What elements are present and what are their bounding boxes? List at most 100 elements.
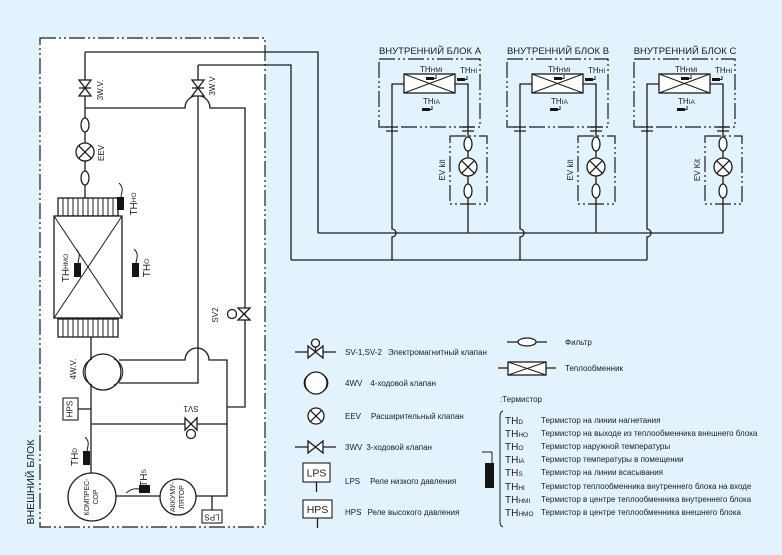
thermistor-th-a: THIA bbox=[677, 97, 695, 111]
thermistor-desc: Термистор теплообменника внутреннего бло… bbox=[541, 482, 752, 491]
thermistor-code-sub: D bbox=[518, 419, 523, 426]
svg-text:THHMI: THHMI bbox=[675, 65, 698, 74]
accumulator-label-line2: ЛЯТОР bbox=[179, 485, 186, 509]
indoor-unit-c: ВНУТРЕННИЙ БЛОК C EV Kit THHMI THHI THIA bbox=[633, 45, 743, 260]
legend-code: SV-1,SV-2 bbox=[345, 348, 382, 357]
thermistor-desc: Термистор на линии всасывания bbox=[541, 468, 663, 477]
indoor-unit-frame bbox=[378, 58, 481, 128]
four-way-valve bbox=[82, 353, 124, 391]
thermistor-code-sub: O bbox=[518, 445, 523, 452]
thermistor-desc: Термистор температуры в помещении bbox=[541, 455, 684, 464]
thermistor-th-hmo: THHMO bbox=[61, 248, 81, 283]
thermistor-code-sub: HMO bbox=[518, 511, 533, 518]
thermistor-th-o: THO bbox=[132, 248, 153, 277]
thermistor-th-ho: THHO bbox=[117, 182, 140, 216]
legend-desc: Электромагнитный клапан bbox=[388, 348, 487, 357]
filter-icon bbox=[463, 136, 473, 152]
indoor-unit-a: ВНУТРЕННИЙ БЛОК A EV kit THHMI THHI THIA bbox=[378, 45, 488, 260]
svg-text:THHO: THHO bbox=[505, 429, 528, 440]
legend-symbol-label: HPS bbox=[307, 504, 329, 516]
svg-text:THHMO: THHMO bbox=[505, 508, 534, 519]
svg-text:THIA: THIA bbox=[423, 97, 440, 106]
high-pressure-switch-icon: HPS bbox=[302, 499, 333, 528]
thermistor-bracket bbox=[499, 410, 504, 528]
indoor-heat-exchanger bbox=[403, 73, 456, 94]
indoor-unit-frame bbox=[633, 58, 736, 128]
legend-desc: 3-ходовой клапан bbox=[366, 443, 432, 452]
thermistor-row: THS Термистор на линии всасывания bbox=[505, 468, 663, 479]
svg-text:THIA: THIA bbox=[678, 97, 695, 106]
svg-text:THHMI: THHMI bbox=[548, 65, 571, 74]
svg-text:THIA: THIA bbox=[505, 455, 525, 466]
indoor-unit-b: ВНУТРЕННИЙ БЛОК B EV kit THHMI THHI THIA bbox=[506, 45, 616, 260]
compressor-label-line1: КОМПРЕС- bbox=[84, 478, 91, 516]
sv2-label: SV2 bbox=[211, 307, 220, 323]
svg-text:THHI: THHI bbox=[460, 66, 477, 75]
svg-text:THHI: THHI bbox=[505, 482, 525, 493]
sensor-label-sub: IA bbox=[434, 99, 441, 106]
ev-kit-frame bbox=[577, 135, 616, 205]
gas-pipe-main bbox=[198, 64, 292, 260]
thermistor-th-d: THD bbox=[70, 436, 90, 466]
sensor-label: TH bbox=[129, 202, 140, 215]
indoor-unit-title: ВНУТРЕННИЙ БЛОК A bbox=[379, 45, 482, 57]
indoor-gas-pipe bbox=[646, 83, 659, 260]
legend-desc: Расширительный клапан bbox=[371, 412, 464, 421]
filter-icon bbox=[80, 117, 90, 133]
svg-text:THO: THO bbox=[505, 442, 523, 453]
thermistor-code: TH bbox=[505, 495, 518, 506]
sensor-label: TH bbox=[588, 66, 599, 75]
lps-label: LPS bbox=[204, 512, 219, 521]
legend-desc: Теплообменник bbox=[565, 364, 624, 373]
four-way-valve-icon bbox=[303, 371, 329, 395]
legend-code: EEV bbox=[345, 412, 362, 421]
svg-text:THHI: THHI bbox=[588, 66, 605, 75]
svg-text:THS: THS bbox=[505, 468, 523, 479]
sv1-label: SV1 bbox=[183, 404, 199, 413]
svg-text:THHMO: THHMO bbox=[61, 254, 72, 283]
outdoor-unit: ВНЕШНИЙ БЛОК 3W.V. 3W.V EEV bbox=[24, 37, 319, 528]
sensor-label: TH bbox=[61, 269, 72, 282]
svg-text:THHO: THHO bbox=[129, 192, 140, 215]
three-way-valve-left-label: 3W.V. bbox=[96, 80, 105, 101]
indoor-unit-title: ВНУТРЕННИЙ БЛОК B bbox=[507, 45, 609, 57]
thermistor-code-sub: HMI bbox=[518, 498, 530, 505]
legend-item-heat-exchanger: Теплообменник bbox=[498, 361, 624, 376]
four-way-valve-label: 4W.V. bbox=[69, 359, 78, 380]
heat-exchanger-icon bbox=[498, 361, 556, 376]
three-way-valve-right bbox=[190, 79, 206, 97]
indoor-unit-title: ВНУТРЕННИЙ БЛОК C bbox=[634, 45, 737, 57]
sensor-label-sub: HMO bbox=[63, 254, 70, 269]
legend-desc: Фильтр bbox=[565, 338, 592, 347]
sensor-label-sub: HO bbox=[131, 192, 138, 202]
solenoid-valve-icon bbox=[295, 338, 336, 360]
outdoor-unit-label: ВНЕШНИЙ БЛОК bbox=[24, 439, 37, 525]
compressor-label-line2: СОР bbox=[93, 489, 100, 504]
flare-connections bbox=[514, 126, 602, 132]
svg-text:THIA: THIA bbox=[551, 97, 568, 106]
thermistor-code-sub: IA bbox=[518, 458, 525, 465]
svg-text:THHMI: THHMI bbox=[420, 65, 443, 74]
indoor-liquid-pipe bbox=[455, 83, 469, 233]
thermistor-th-h: THHI bbox=[457, 66, 477, 81]
filter-icon bbox=[507, 337, 547, 347]
indoor-liquid-pipe bbox=[710, 83, 724, 233]
ev-kit-frame bbox=[449, 135, 488, 205]
filter-icon bbox=[463, 183, 473, 199]
legend-symbol-label: LPS bbox=[307, 468, 327, 480]
svg-text:THO: THO bbox=[142, 259, 153, 277]
legend-desc: 4-ходовой клапан bbox=[370, 379, 436, 388]
ev-kit-label: EV Kit bbox=[693, 158, 702, 181]
thermistor-th-a: THIA bbox=[550, 97, 568, 111]
thermistor-desc: Термистор в центре теплообменника внешне… bbox=[541, 508, 742, 517]
